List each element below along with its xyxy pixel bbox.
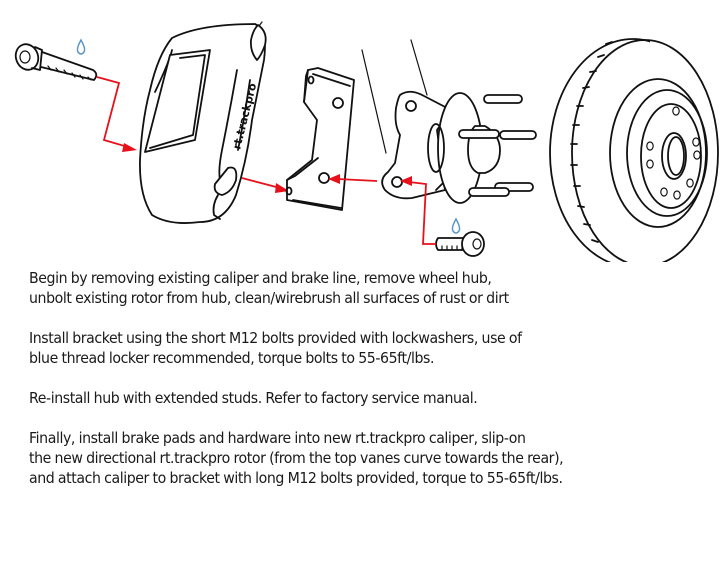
caliper: rt.trackpro	[139, 21, 267, 224]
step-3-line-1: Re-install hub with extended studs. Refe…	[29, 389, 478, 407]
caliper-bolt-long	[14, 43, 98, 81]
installation-instructions: Begin by removing existing caliper and b…	[29, 268, 661, 508]
step-2-line-1: Install bracket using the short M12 bolt…	[29, 329, 522, 347]
thread-locker-drop-icon	[451, 217, 461, 234]
step-1-line-1: Begin by removing existing caliper and b…	[29, 269, 492, 287]
arrow-bolt-to-knuckle	[400, 176, 436, 245]
arrow-knuckle-to-bracket	[328, 174, 378, 184]
step-4-line-2: the new directional rt.trackpro rotor (f…	[29, 449, 564, 467]
step-4-line-1: Finally, install brake pads and hardware…	[29, 429, 526, 447]
rotor-vent-slots	[570, 41, 613, 243]
step-2-line-2: blue thread locker recommended, torque b…	[29, 349, 435, 367]
wheel-studs	[458, 94, 537, 197]
brake-rotor	[549, 38, 719, 262]
step-2: Install bracket using the short M12 bolt…	[29, 328, 661, 368]
arrow-bolt-to-caliper	[96, 76, 137, 152]
exploded-brake-diagram: rt.trackpro	[0, 0, 720, 262]
rotor-bolt-holes	[646, 106, 701, 200]
strut-lines	[361, 39, 428, 154]
thread-locker-drop-icon	[76, 38, 86, 55]
step-4-line-3: and attach caliper to bracket with long …	[29, 469, 563, 487]
caliper-bracket	[285, 67, 355, 211]
step-1: Begin by removing existing caliper and b…	[29, 268, 661, 308]
bracket-bolt-short	[435, 231, 485, 257]
step-4: Finally, install brake pads and hardware…	[29, 428, 661, 488]
step-3: Re-install hub with extended studs. Refe…	[29, 388, 661, 408]
arrow-caliper-to-bracket	[241, 177, 289, 193]
step-1-line-2: unbolt existing rotor from hub, clean/wi…	[29, 289, 509, 307]
hub-knuckle	[381, 90, 537, 204]
